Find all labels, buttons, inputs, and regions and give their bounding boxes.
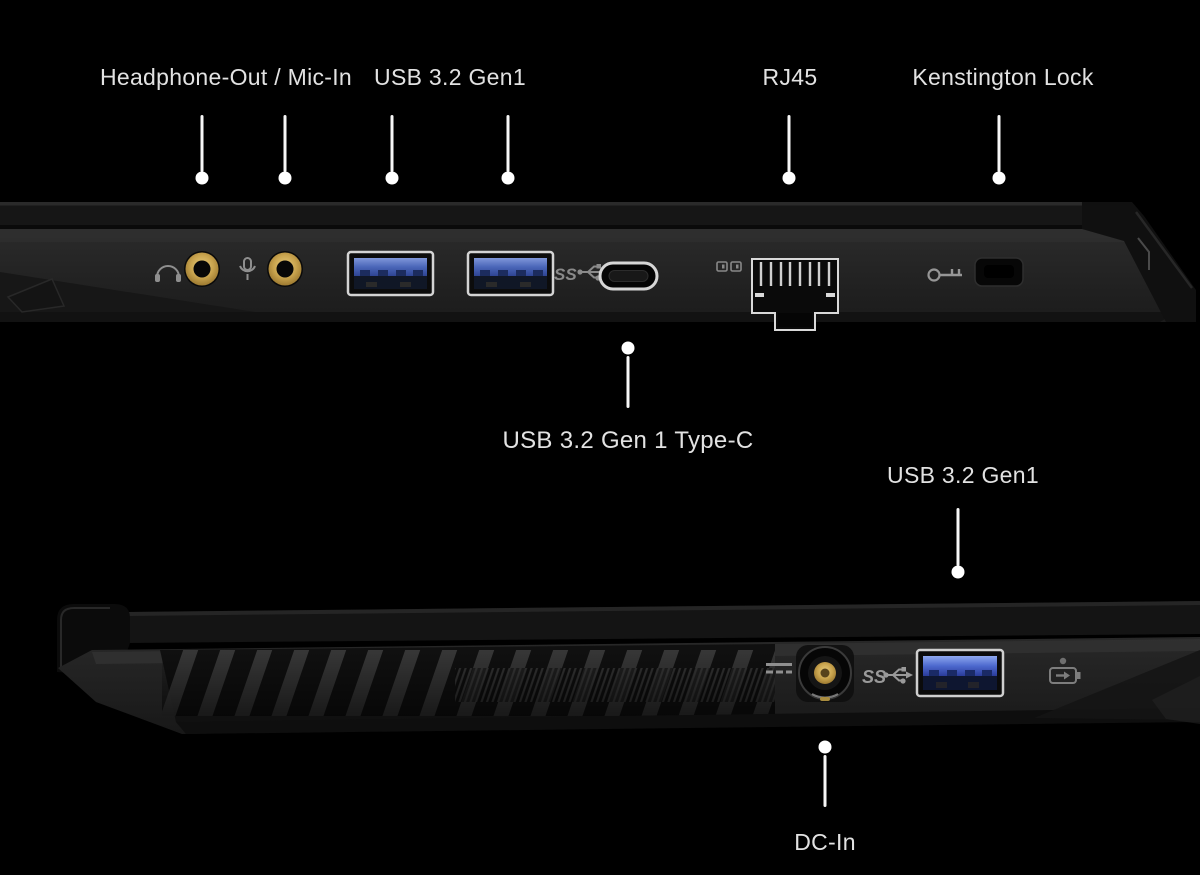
rj45-port [751,258,839,331]
leader-dot-usb-type-c [621,341,635,355]
label-headphone-out-mic-in: Headphone-Out / Mic-In [99,64,353,90]
label-usb-top: USB 3.2 Gen1 [374,64,526,90]
kensington-key-icon [927,268,962,282]
leader-rj45 [787,115,791,172]
headphone-out-jack [184,251,220,287]
ethernet-icon [716,261,742,272]
dc-in-jack [796,645,854,702]
hinge-notch-highlight [1137,237,1150,270]
leader-dot-headphone-out [195,171,209,185]
mic-in-jack [267,251,303,287]
label-usb-type-c: USB 3.2 Gen 1 Type-C [502,427,754,454]
leader-mic-in [283,115,287,172]
hinge-edge-highlight [1134,211,1194,289]
leader-dot-mic-in [278,171,292,185]
label-dc-in: DC-In [794,829,856,855]
lid-highlight [122,601,1200,616]
msi-dragon-logo-partial [6,278,66,313]
leader-dot-usb-a-2 [501,171,515,185]
dc-power-icon [766,663,792,674]
body-left-chamfer [0,272,255,322]
usb-a-port-1 [346,250,435,297]
leader-dot-dc-in [818,740,832,754]
label-rj45: RJ45 [762,64,818,90]
leader-usb-a-2 [506,115,510,172]
body-top-face-highlight [0,229,1128,242]
leader-dc-in [823,755,827,807]
leader-headphone-out [200,115,204,172]
usb-a-port-3 [915,648,1005,698]
lid-gap-shadow [0,225,1132,229]
leader-kensington [997,115,1001,172]
hinge-highlight [60,607,110,668]
laptop-right-side-view: SS [0,202,1196,331]
body-bottom-chamfer [0,312,1176,322]
battery-charge-icon [1049,667,1081,684]
battery-led [1059,657,1067,665]
leader-dot-usb-a-3 [951,565,965,579]
label-kensington-lock: Kenstington Lock [912,64,1094,90]
leader-usb-a-1 [390,115,394,172]
leader-dot-rj45 [782,171,796,185]
leader-usb-a-3 [956,508,960,566]
leader-usb-type-c [626,356,630,408]
lid-edge [0,202,1132,229]
lid-highlight [0,202,1132,206]
headphone-icon [155,265,181,282]
svg-text:SS: SS [862,667,886,687]
mic-icon [239,257,256,280]
label-usb-bottom: USB 3.2 Gen1 [887,462,1039,488]
body-bottom-chamfer [176,708,1200,734]
msi-dragon-logo-partial [1152,676,1200,724]
leader-dot-usb-a-1 [385,171,399,185]
usb-ss-icon: SS [862,667,913,687]
laptop-left-side-view: SS [57,601,1200,734]
usb-a-port-2 [466,250,555,297]
rear-hinge-wedge [1082,202,1196,322]
leader-dot-kensington [992,171,1006,185]
svg-text:SS: SS [554,265,577,284]
usb-type-c-port [598,261,659,291]
kensington-lock-slot [974,257,1024,287]
vent-grille [160,644,775,722]
